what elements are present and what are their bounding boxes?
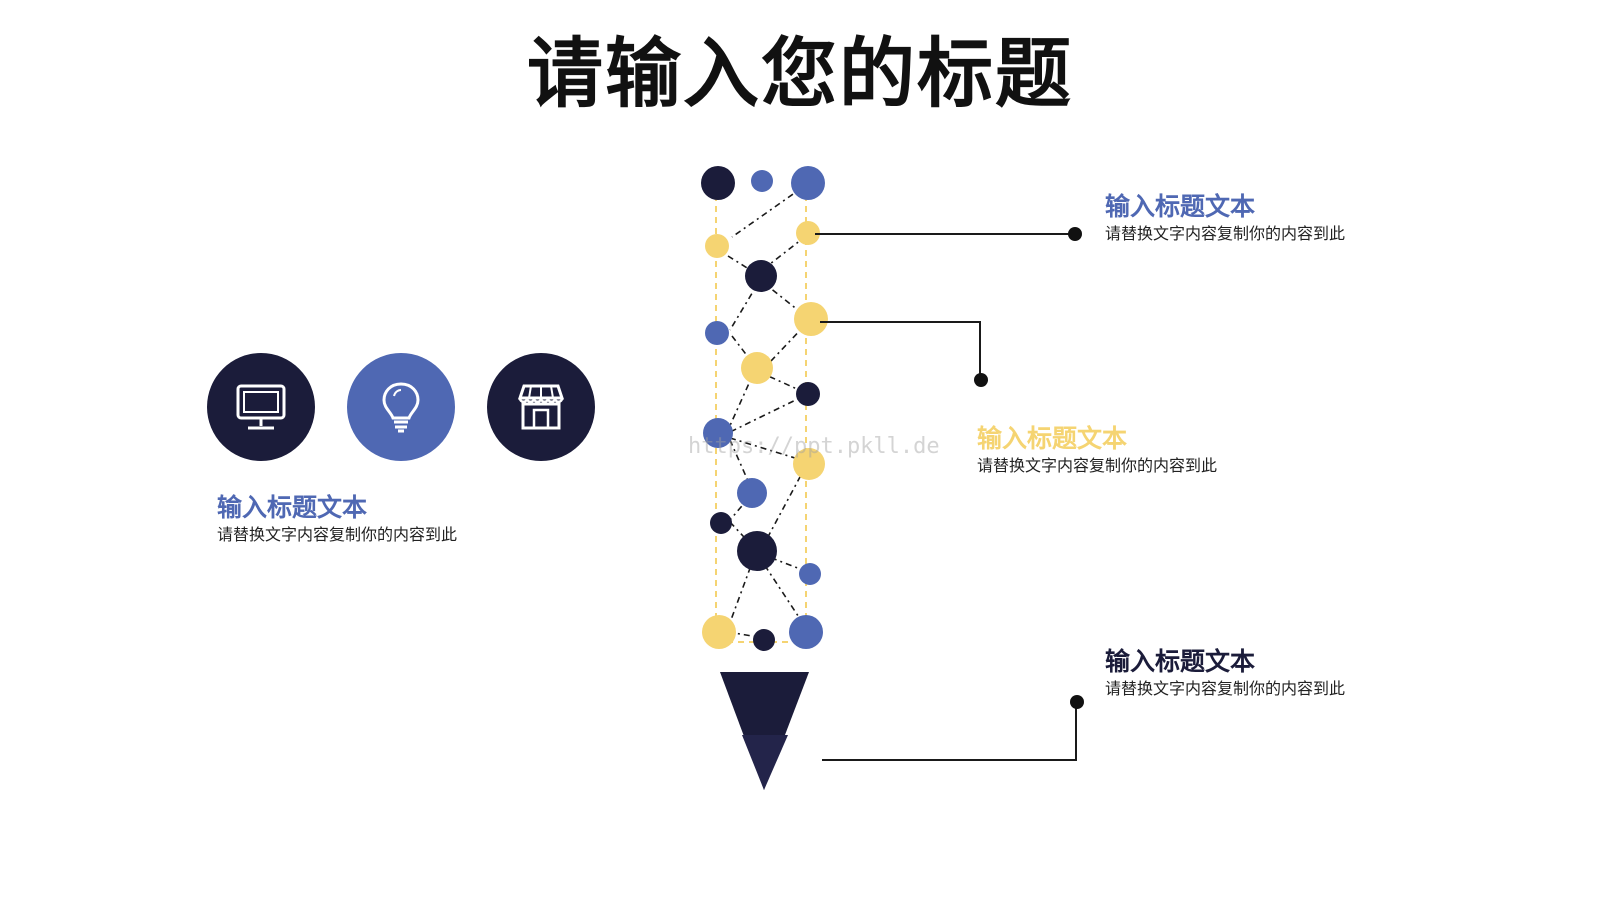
node — [703, 418, 733, 448]
monitor-icon-circle — [207, 353, 315, 461]
node — [705, 321, 729, 345]
node — [745, 260, 777, 292]
store-icon — [517, 384, 565, 430]
node — [701, 166, 735, 200]
label-right-bottom-desc: 请替换文字内容复制你的内容到此 — [1105, 679, 1346, 698]
label-right-bottom-title: 输入标题文本 — [1105, 647, 1256, 676]
lightbulb-icon — [382, 382, 420, 433]
node — [710, 512, 732, 534]
label-right-middle-title: 输入标题文本 — [977, 424, 1128, 453]
store-icon-circle — [487, 353, 595, 461]
node — [799, 563, 821, 585]
node — [751, 170, 773, 192]
label-right-top-title: 输入标题文本 — [1105, 192, 1256, 221]
node — [794, 302, 828, 336]
node — [791, 166, 825, 200]
callout-dot-middle — [974, 373, 988, 387]
network-links — [727, 184, 809, 639]
network-nodes — [701, 166, 828, 651]
callout-dot-top — [1068, 227, 1082, 241]
node — [753, 629, 775, 651]
node — [705, 234, 729, 258]
label-left: 输入标题文本 请替换文字内容复制你的内容到此 — [217, 492, 457, 546]
node — [737, 531, 777, 571]
watermark: https://ppt.pkll.de — [688, 434, 940, 459]
monitor-icon — [236, 384, 286, 430]
label-right-middle-desc: 请替换文字内容复制你的内容到此 — [977, 456, 1218, 475]
node — [796, 221, 820, 245]
node — [741, 352, 773, 384]
pencil-tip-shade — [742, 735, 788, 790]
node — [793, 448, 825, 480]
lightbulb-icon-circle — [347, 353, 455, 461]
callout-dot-bottom — [1070, 695, 1084, 709]
label-right-top-desc: 请替换文字内容复制你的内容到此 — [1105, 224, 1346, 243]
node — [789, 615, 823, 649]
label-right-top: 输入标题文本 请替换文字内容复制你的内容到此 — [1105, 191, 1345, 245]
node — [737, 478, 767, 508]
label-left-title: 输入标题文本 — [217, 493, 368, 522]
pencil-tip — [720, 672, 809, 790]
label-right-middle: 输入标题文本 请替换文字内容复制你的内容到此 — [977, 423, 1217, 477]
callout-lines — [815, 233, 1077, 761]
node — [702, 615, 736, 649]
label-left-desc: 请替换文字内容复制你的内容到此 — [217, 525, 458, 544]
label-right-bottom: 输入标题文本 请替换文字内容复制你的内容到此 — [1105, 646, 1345, 700]
page-title: 请输入您的标题 — [527, 29, 1073, 118]
node — [796, 382, 820, 406]
